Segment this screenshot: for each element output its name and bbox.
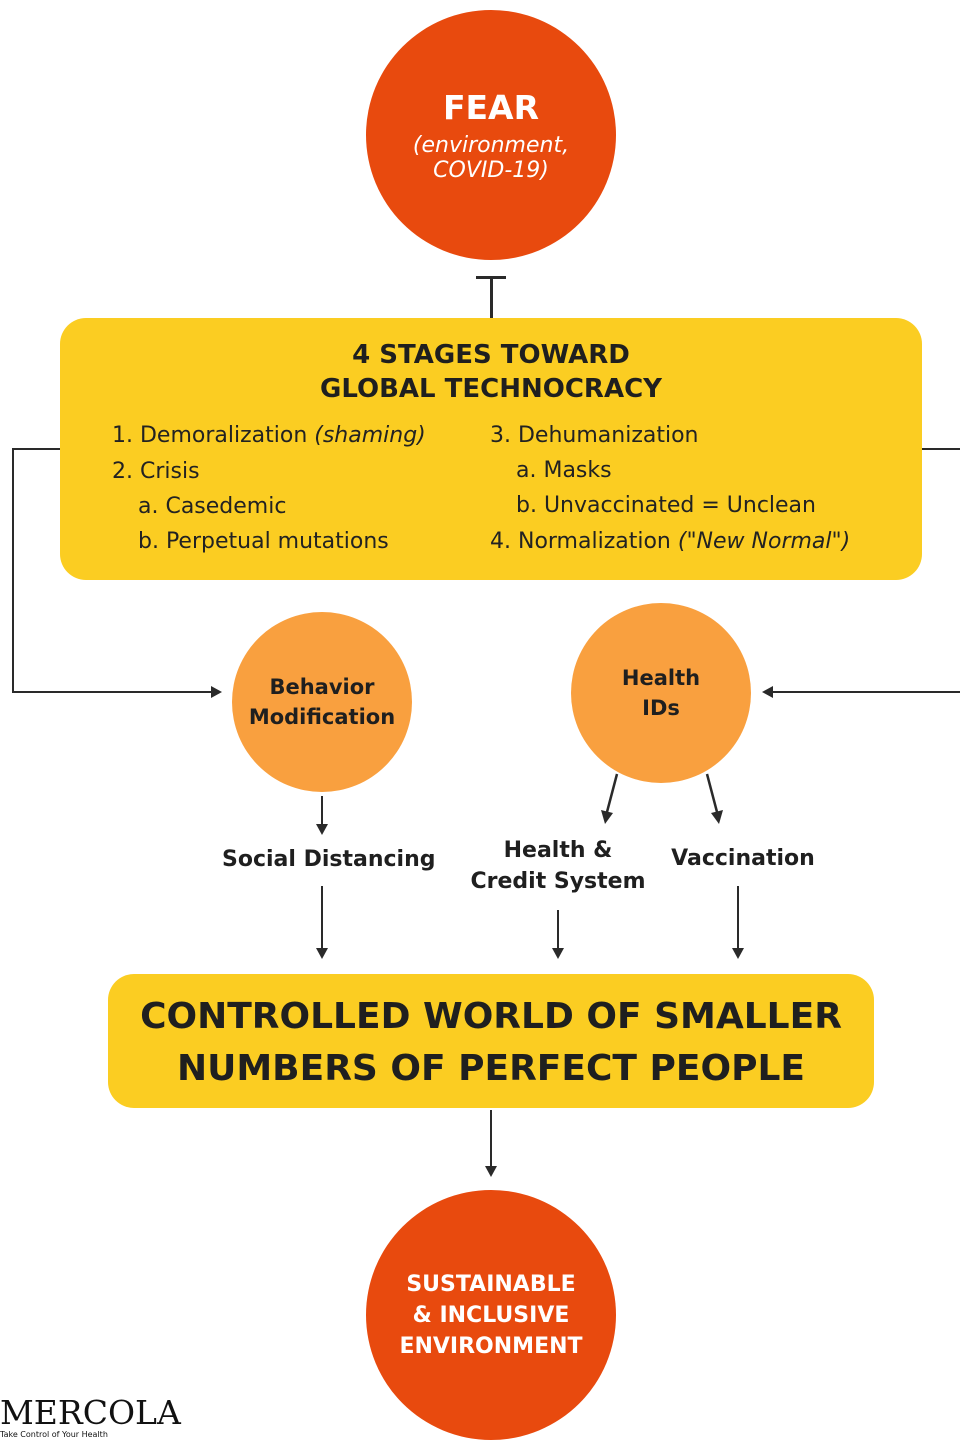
- health-credit-label-line2: Credit System: [470, 869, 646, 894]
- right-connector-top: [922, 448, 960, 450]
- arrow-to-health-ids: [762, 686, 773, 698]
- stage-3b: b. Unvaccinated = Unclean: [516, 493, 816, 518]
- health-ids-line2: IDs: [642, 696, 680, 720]
- social-to-world-arrow: [316, 948, 328, 959]
- sustainable-line3: ENVIRONMENT: [399, 1333, 583, 1359]
- fear-node: FEAR (environment, COVID-19): [366, 10, 616, 260]
- mercola-logo-name: MERCOLA: [0, 1396, 181, 1432]
- world-to-sustainable-line: [490, 1110, 492, 1168]
- stage-1-emphasis: (shaming): [314, 423, 426, 448]
- health-ids-node: Health IDs: [571, 603, 751, 783]
- behavior-modification-node: Behavior Modification: [232, 612, 412, 792]
- mercola-logo-tagline: Take Control of Your Health: [0, 1430, 108, 1439]
- social-to-world-line: [321, 886, 323, 950]
- credit-to-world-arrow: [552, 948, 564, 959]
- stages-title-line1: 4 STAGES TOWARD: [352, 340, 630, 370]
- fear-subtitle-line1: (environment,: [412, 132, 570, 158]
- stage-1: 1. Demoralization (shaming): [112, 423, 426, 448]
- sustainable-line1: SUSTAINABLE: [406, 1271, 576, 1297]
- vaccination-to-world-line: [737, 886, 739, 950]
- stages-title-line2: GLOBAL TECHNOCRACY: [320, 374, 662, 404]
- stage-3: 3. Dehumanization: [490, 423, 699, 448]
- fear-connector: [490, 276, 493, 319]
- right-connector-bottom: [772, 691, 960, 693]
- health-credit-label-line1: Health &: [503, 838, 613, 863]
- fear-subtitle-line2: COVID-19): [433, 157, 549, 183]
- world-to-sustainable-arrow: [485, 1166, 497, 1177]
- social-distancing-label: Social Distancing: [222, 847, 436, 872]
- stage-2: 2. Crisis: [112, 459, 200, 484]
- arrow-to-behavior: [211, 686, 222, 698]
- mercola-logo: MERCOLA Take Control of Your Health: [0, 1396, 200, 1439]
- left-connector-vertical: [12, 448, 14, 693]
- stage-4-text: 4. Normalization: [490, 529, 678, 554]
- behavior-line1: Behavior: [269, 675, 375, 699]
- vaccination-to-world-arrow: [732, 948, 744, 959]
- fear-title: FEAR: [442, 87, 540, 127]
- stage-4: 4. Normalization ("New Normal"): [490, 529, 850, 554]
- stage-3a: a. Masks: [516, 458, 612, 483]
- stages-box: 4 STAGES TOWARD GLOBAL TECHNOCRACY 1. De…: [60, 318, 922, 580]
- sustainable-line2: & INCLUSIVE: [412, 1302, 570, 1328]
- controlled-world-line1: CONTROLLED WORLD OF SMALLER: [140, 996, 842, 1037]
- sustainable-node: SUSTAINABLE & INCLUSIVE ENVIRONMENT: [366, 1190, 616, 1440]
- left-connector-bottom: [12, 691, 212, 693]
- controlled-world-line2: NUMBERS OF PERFECT PEOPLE: [176, 1048, 805, 1089]
- stage-2a: a. Casedemic: [138, 494, 287, 519]
- behavior-to-social-line: [321, 796, 323, 826]
- stage-4-emphasis: ("New Normal"): [677, 529, 851, 554]
- health-ids-branch-arrows: [601, 773, 723, 824]
- controlled-world-box: CONTROLLED WORLD OF SMALLER NUMBERS OF P…: [108, 974, 874, 1108]
- behavior-line2: Modification: [248, 705, 396, 729]
- credit-to-world-line: [557, 910, 559, 950]
- behavior-to-social-arrow: [316, 824, 328, 835]
- stage-2b: b. Perpetual mutations: [138, 529, 389, 554]
- left-connector-top: [12, 448, 60, 450]
- vaccination-label: Vaccination: [671, 846, 815, 871]
- health-ids-line1: Health: [621, 666, 701, 690]
- stage-1-text: 1. Demoralization: [112, 423, 315, 448]
